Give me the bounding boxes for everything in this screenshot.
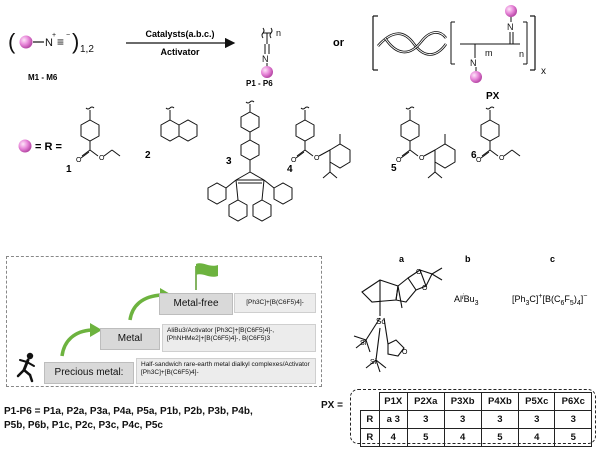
catalyst-a-label: a xyxy=(399,254,405,264)
r-group-1-label: 1 xyxy=(66,164,72,175)
catalyst-b-label: b xyxy=(465,254,471,264)
table-header-cell: P2Xa xyxy=(407,392,445,411)
catalyst-structures: a b c Sc O O O Si Si AliBu3 [Ph3C]+[B(C6… xyxy=(353,254,587,373)
r-group-ball-icon xyxy=(261,66,273,78)
svg-text:O: O xyxy=(416,269,422,276)
level-precious-metal-desc: Half-sandwich rare-earth metal dialkyl c… xyxy=(136,358,316,384)
r-group-ball-icon xyxy=(470,71,482,83)
r-group-6-label: 6 xyxy=(471,150,477,161)
table-header-cell: P4Xb xyxy=(480,392,520,411)
svg-text:O: O xyxy=(402,349,408,356)
monomer-structure: ( N + ≡ − ) 1,2 xyxy=(8,29,94,55)
r-group-legend: = R = O O 1 2 3 xyxy=(18,100,521,222)
level-metal-free-box: Metal-free xyxy=(159,293,233,315)
r-group-1-structure xyxy=(80,106,121,159)
svg-text:O: O xyxy=(99,155,105,162)
r-group-4-structure xyxy=(295,106,351,179)
r-group-5-label: 5 xyxy=(391,163,397,174)
svg-text:O: O xyxy=(476,157,482,164)
catalyst-ladder-panel xyxy=(6,256,322,387)
svg-text:N: N xyxy=(45,37,53,49)
catalyst-a-structure xyxy=(353,267,443,373)
svg-text:+: + xyxy=(52,32,56,39)
product-list: P1-P6 = P1a, P2a, P3a, P4a, P5a, P1b, P2… xyxy=(4,405,324,433)
svg-text:O: O xyxy=(314,155,320,162)
table-header-cell: P5Xc xyxy=(517,392,556,411)
svg-text:O: O xyxy=(419,155,425,162)
catalysts-label: Catalysts(a.b.c.) xyxy=(145,29,214,39)
svg-text:O: O xyxy=(291,157,297,164)
reaction-scheme: ( N + ≡ − ) 1,2 M1 - M6 Catalysts(a.b.c.… xyxy=(8,5,546,102)
svg-text:Si: Si xyxy=(370,359,377,366)
svg-text:N: N xyxy=(507,22,514,32)
table-header-cell: P3Xb xyxy=(443,392,482,411)
svg-text:m: m xyxy=(485,48,493,58)
svg-text:): ) xyxy=(72,29,79,54)
table-header-cell: P1X xyxy=(378,392,409,411)
r-group-4-label: 4 xyxy=(287,164,293,175)
running-person-icon xyxy=(16,352,35,383)
r-group-3-label: 3 xyxy=(226,156,232,167)
table-header-cell: P6Xc xyxy=(554,392,592,411)
progress-arrow-icon xyxy=(60,293,163,357)
svg-text:−: − xyxy=(66,32,70,39)
r-group-5-structure xyxy=(400,106,456,179)
level-metal-free-desc: [Ph3C]+[B(C6F5)4]- xyxy=(234,293,316,313)
r-equals-label: = R = xyxy=(35,141,62,153)
product-structure: n N xyxy=(261,27,281,78)
product-list-line-1: P1a, P2a, P3a, P4a, P5a, P1b, P2b, P3b, … xyxy=(43,406,253,417)
r-group-ball-icon xyxy=(505,5,517,17)
svg-text:Si: Si xyxy=(360,340,367,347)
activator-label: Activator xyxy=(160,47,200,57)
r-group-2-structure xyxy=(160,106,198,142)
svg-text:(: ( xyxy=(8,29,16,54)
svg-text:≡: ≡ xyxy=(57,35,64,49)
or-label: or xyxy=(333,37,345,49)
level-metal-box: Metal xyxy=(100,328,160,350)
svg-text:x: x xyxy=(541,66,546,77)
flag-icon xyxy=(195,263,218,290)
px-label: PX xyxy=(486,91,500,102)
monomer-label: M1 - M6 xyxy=(28,73,58,82)
table-header-row: P1X P2Xa P3Xb P4Xb P5Xc P6Xc xyxy=(360,392,592,411)
product-label: P1 - P6 xyxy=(246,79,273,88)
catalyst-c-label: c xyxy=(550,254,555,264)
catalyst-b-formula: AliBu3 xyxy=(454,294,479,307)
svg-text:O: O xyxy=(396,157,402,164)
svg-text:N: N xyxy=(262,54,269,64)
r-group-6-structure xyxy=(480,106,521,159)
svg-text:n: n xyxy=(519,49,524,59)
px-table-label: PX = xyxy=(321,400,343,411)
catalyst-c-formula: [Ph3C]+[B(C6F5)4]− xyxy=(512,293,587,307)
svg-text:O: O xyxy=(499,155,505,162)
svg-text:Sc: Sc xyxy=(376,317,385,326)
product-list-prefix: P1-P6 = xyxy=(4,406,41,417)
svg-text:O: O xyxy=(422,285,428,292)
product-list-line-2: P5b, P6b, P1c, P2c, P3c, P4c, P5c xyxy=(4,420,163,431)
svg-text:n: n xyxy=(276,28,281,38)
ladder-decorations xyxy=(16,263,218,383)
level-precious-metal-box: Precious metal: xyxy=(44,362,134,384)
level-metal-desc: AliBu3/Activator [Ph3C]+[B(C6F5)4]-, [Ph… xyxy=(162,324,316,352)
svg-text:N: N xyxy=(470,58,477,68)
r-group-ball-icon xyxy=(19,35,33,49)
r-group-3-structure xyxy=(207,100,293,222)
svg-text:O: O xyxy=(76,157,82,164)
r-group-2-label: 2 xyxy=(145,150,151,161)
px-polymer-structure: N m N n x xyxy=(372,5,546,83)
r-group-ball-icon xyxy=(18,139,32,153)
svg-text:1,2: 1,2 xyxy=(80,44,94,55)
